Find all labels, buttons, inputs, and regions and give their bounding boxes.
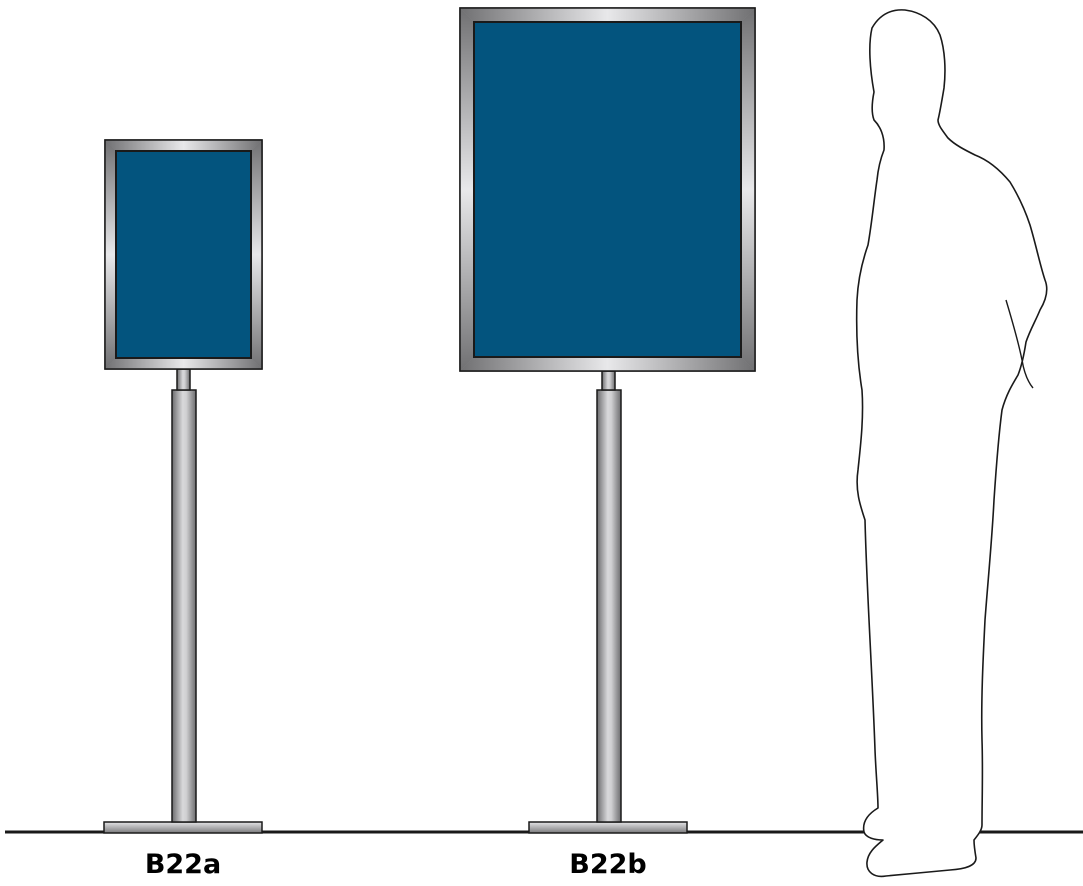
stand-b22a-base <box>103 821 263 834</box>
human-silhouette-scale-figure <box>855 9 1048 878</box>
stand-b22b <box>459 7 756 834</box>
stand-b22a-panel <box>115 150 252 359</box>
stand-b22b-label: B22b <box>569 849 646 880</box>
stand-b22b-connector <box>601 370 616 391</box>
stand-b22a-pole <box>171 389 197 823</box>
stand-b22b-base <box>528 821 688 834</box>
stand-b22b-pole <box>596 389 622 823</box>
stand-b22a-label: B22a <box>145 849 221 880</box>
human-silhouette-arm-line <box>1005 299 1034 389</box>
stand-b22a-connector <box>176 368 191 391</box>
stand-b22b-panel <box>473 21 742 358</box>
stand-b22a <box>103 139 263 834</box>
